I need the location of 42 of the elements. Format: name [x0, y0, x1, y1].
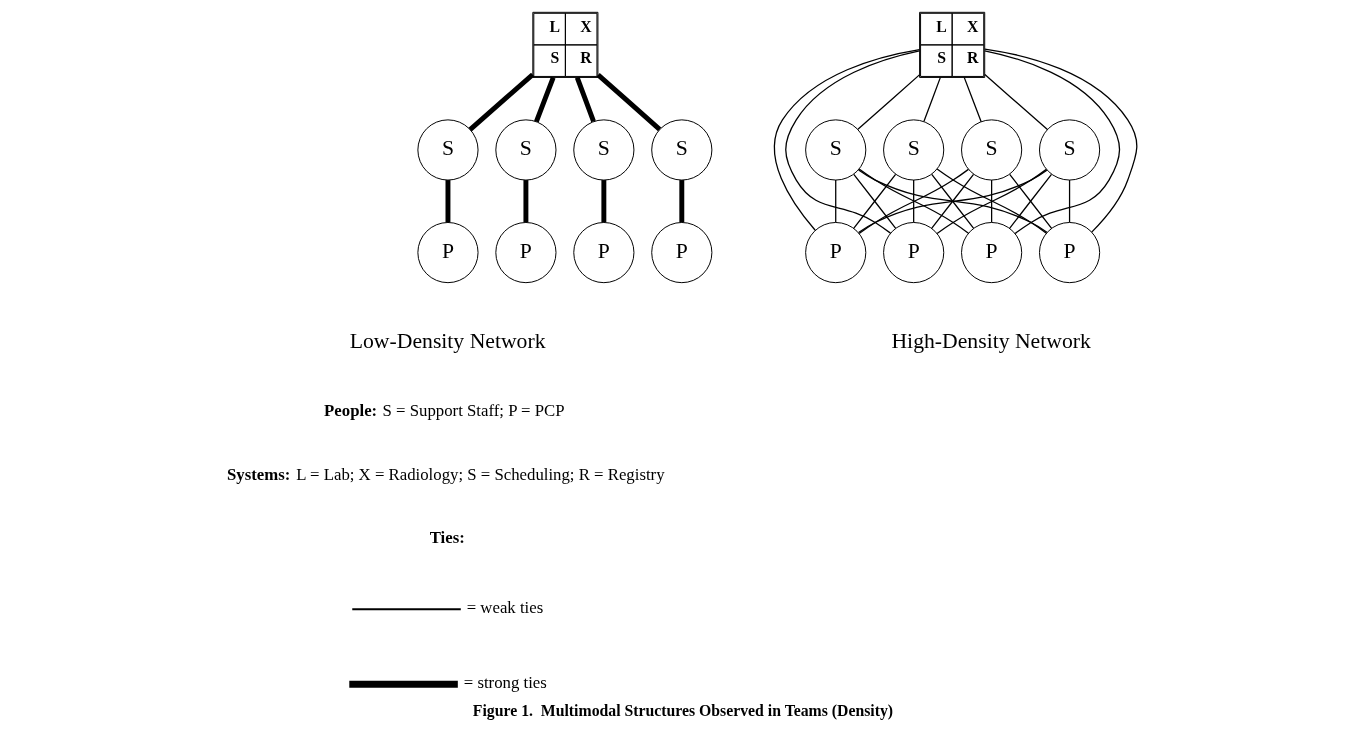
label: Low-Density Network — [349, 329, 546, 354]
connector — [574, 76, 596, 123]
connector — [857, 74, 921, 130]
node-circle: P — [573, 222, 635, 284]
connector — [963, 77, 982, 123]
connector — [596, 73, 662, 132]
node-circle: S — [417, 119, 479, 181]
node-circle: S — [961, 119, 1023, 181]
node-circle: P — [961, 222, 1023, 284]
connector — [923, 77, 941, 122]
connector — [523, 180, 529, 223]
node-circle: P — [495, 222, 557, 284]
connector — [679, 180, 685, 223]
connector — [853, 173, 897, 229]
connector — [534, 76, 556, 123]
connector — [913, 179, 915, 223]
label: High-Density Network — [891, 329, 1091, 354]
connector — [931, 173, 975, 229]
connector — [984, 73, 1049, 131]
label: Systems: L = Lab; X = Radiology; S = Scheduling; R = Registry — [226, 464, 665, 484]
legend-label: = weak ties — [466, 598, 544, 618]
node-circle: S — [651, 119, 713, 181]
label: Ties: — [429, 527, 465, 547]
connector — [991, 179, 993, 223]
label: People: S = Support Staff; P = PCP — [324, 401, 565, 421]
node-circle: P — [417, 222, 479, 284]
connector — [1068, 179, 1071, 223]
node-circle: S — [1038, 119, 1101, 181]
caption: Figure 1. Multimodal Structures Observed in Teams (Density) — [472, 701, 894, 719]
connector — [468, 72, 535, 132]
node-circle: P — [883, 222, 945, 284]
node-circle: S — [805, 119, 867, 181]
node-circle: P — [651, 222, 713, 284]
connector — [835, 179, 837, 223]
connector — [445, 180, 451, 223]
node-circle: P — [1038, 222, 1101, 284]
node-circle: S — [495, 119, 557, 181]
connector — [601, 180, 607, 223]
node-circle: P — [805, 222, 867, 284]
node-circle: S — [883, 119, 945, 181]
node-circle: S — [573, 119, 635, 181]
legend-label: = strong ties — [463, 673, 547, 693]
